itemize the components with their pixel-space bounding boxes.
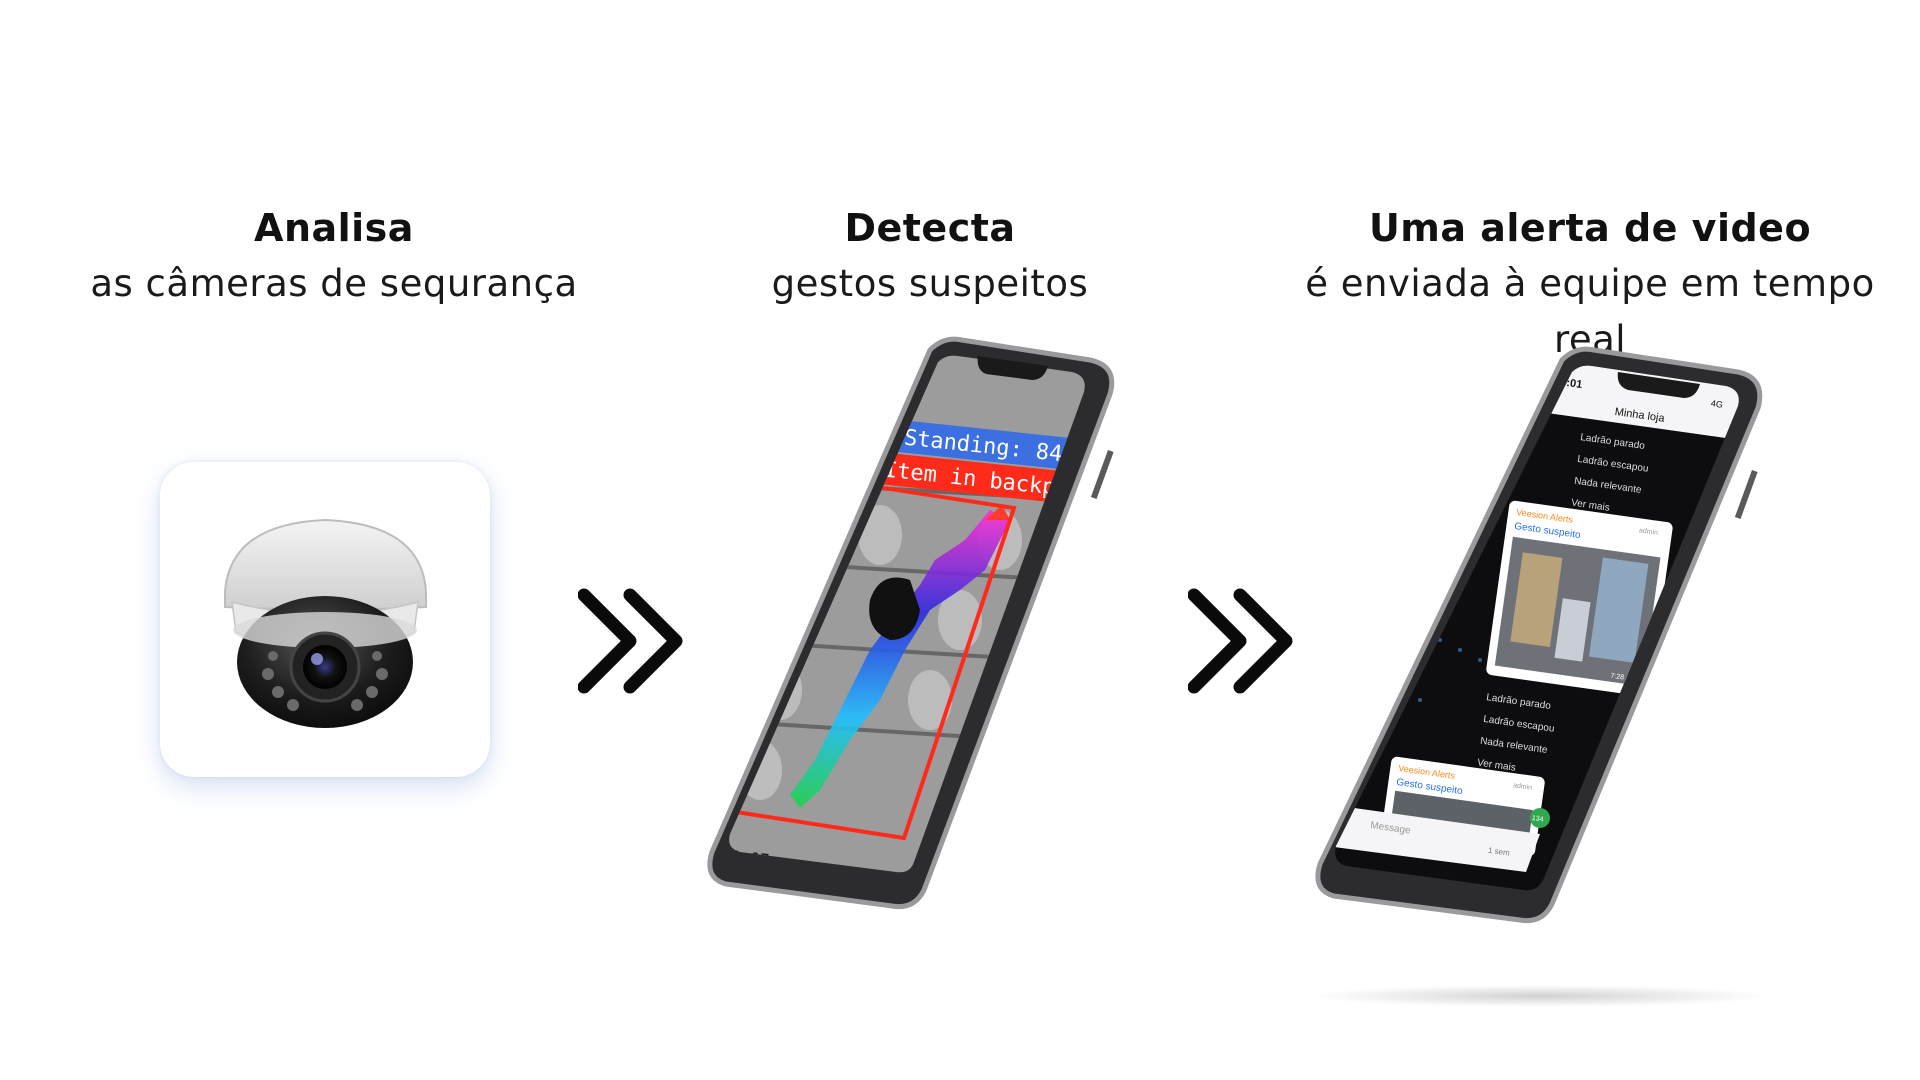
step-2-title: Detecta <box>844 206 1016 250</box>
alert2-title: Gesto suspeito <box>1396 777 1464 797</box>
status-network: 4G <box>1710 398 1723 410</box>
option-bottom-2: Ladrão escapou <box>1483 714 1556 735</box>
chevrons-right-icon <box>1188 588 1293 694</box>
option-bottom-1: Ladrão parado <box>1486 692 1552 712</box>
alert2-sender: Veesion Alerts <box>1398 763 1456 781</box>
input-hint: 1 sem <box>1487 846 1510 858</box>
option-top-3: Nada relevante <box>1573 476 1642 496</box>
alert1-meta: admin <box>1638 527 1658 537</box>
camera-card <box>160 462 490 777</box>
detect-footer-code: 20 0S <box>720 845 770 869</box>
alert2-meta: admin <box>1513 782 1533 792</box>
step-3-subtitle: é enviada à equipe em tempo real <box>1305 262 1875 361</box>
step-3-heading: Uma alerta de video é enviada à equipe e… <box>1270 200 1910 368</box>
option-bottom-4: Ver mais <box>1476 757 1516 773</box>
option-top-2: Ladrão escapou <box>1577 454 1650 475</box>
option-top-4: Ver mais <box>1570 497 1610 513</box>
detect-label-red: Item in backpack <box>883 458 1096 505</box>
step-1-heading: Analisa as câmeras de sequrança <box>24 200 644 312</box>
status-time: 5:01 <box>1560 376 1583 391</box>
step-2-subtitle: gestos suspeitos <box>771 262 1089 305</box>
alert1-sender: Veesion Alerts <box>1516 507 1574 525</box>
chat-title: Minha loja <box>1614 406 1666 425</box>
security-camera-icon <box>224 518 427 728</box>
detect-label-blue: Standing: 84.80% <box>903 426 1116 473</box>
alert1-title: Gesto suspeito <box>1514 521 1582 541</box>
chevrons-right-icon <box>578 588 683 694</box>
step-1-title: Analisa <box>254 206 414 250</box>
option-top-1: Ladrão parado <box>1580 432 1646 452</box>
step-2-heading: Detecta gestos suspeitos <box>620 200 1240 312</box>
message-input: Message <box>1370 820 1412 837</box>
step-3-title: Uma alerta de video <box>1368 206 1812 250</box>
unread-badge: 134 <box>1531 815 1544 824</box>
alert1-video-time: 7:28 AM <box>1610 673 1637 684</box>
option-bottom-3: Nada relevante <box>1479 736 1548 756</box>
floor-shadow <box>1310 985 1770 1007</box>
step-1-subtitle: as câmeras de sequrança <box>90 262 578 305</box>
